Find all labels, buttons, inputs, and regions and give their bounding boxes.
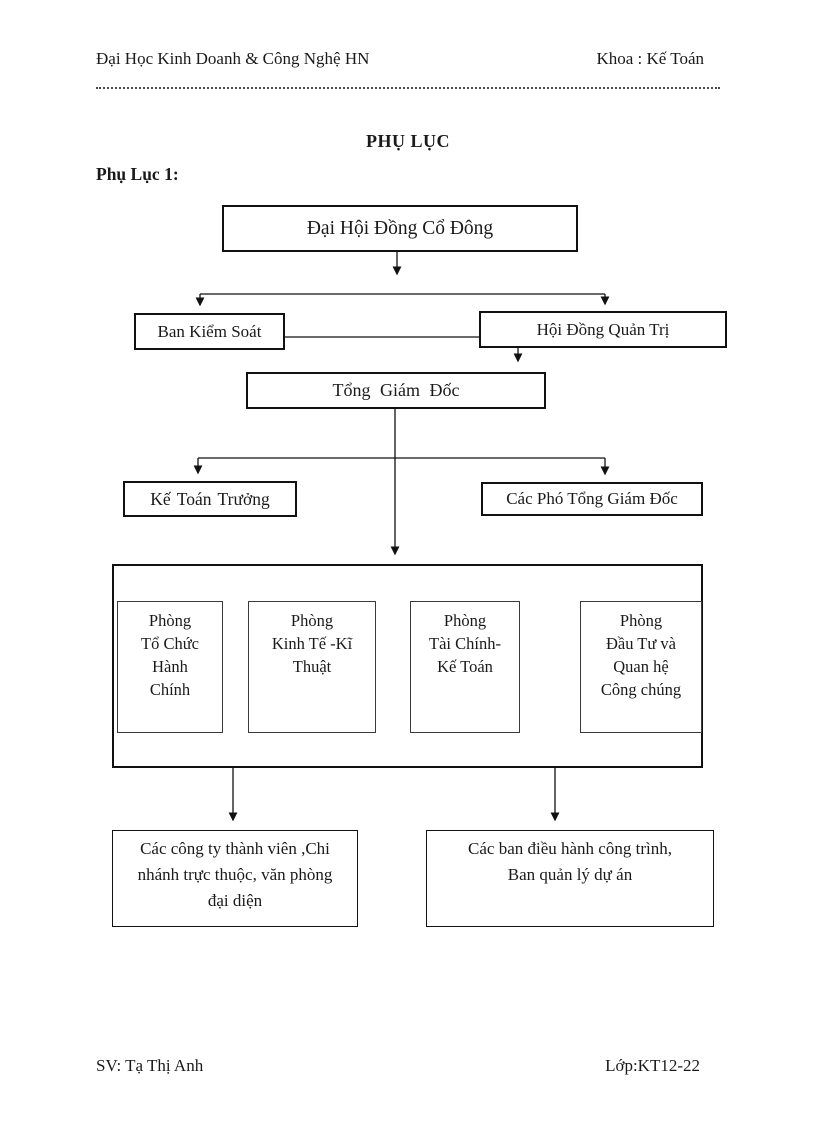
node-chief-accountant: Kế Toán Trưởng [123, 481, 297, 517]
node-dept-investment-pr: Phòng Đầu Tư và Quan hệ Công chúng [580, 601, 702, 733]
node-general-director: Tổng Giám Đốc [246, 372, 546, 409]
node-supervisory-board: Ban Kiểm Soát [134, 313, 285, 350]
node-board-of-directors: Hội Đồng Quản Trị [479, 311, 727, 348]
section-label: Phụ Lục 1: [96, 164, 179, 184]
header-divider [96, 87, 720, 89]
header-school-name: Đại Học Kinh Doanh & Công Nghệ HN [96, 49, 370, 68]
node-project-boards: Các ban điều hành công trình, Ban quản l… [426, 830, 714, 927]
node-dept-finance-accounting: Phòng Tài Chính- Kế Toán [410, 601, 520, 733]
node-dept-admin: Phòng Tổ Chức Hành Chính [117, 601, 223, 733]
footer-class: Lớp:KT12-22 [605, 1056, 700, 1075]
node-shareholders-meeting: Đại Hội Đồng Cổ Đông [222, 205, 578, 252]
page-title: PHỤ LỤC [366, 131, 450, 151]
node-member-companies: Các công ty thành viên ,Chi nhánh trực t… [112, 830, 358, 927]
footer-student-name: SV: Tạ Thị Anh [96, 1056, 204, 1075]
header-faculty: Khoa : Kế Toán [596, 49, 704, 68]
node-dept-econ-tech: Phòng Kinh Tế -Kĩ Thuật [248, 601, 376, 733]
node-deputy-general-directors: Các Phó Tổng Giám Đốc [481, 482, 703, 516]
